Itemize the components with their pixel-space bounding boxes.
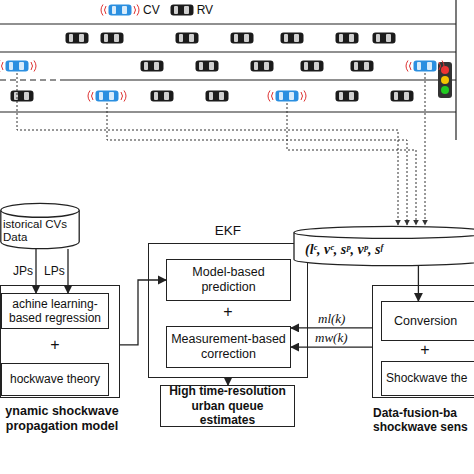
data-upload-lines (17, 73, 425, 225)
vehicles (0, 33, 444, 102)
data-cylinder: istorical CVs Data (0, 203, 80, 249)
legend: CV RV (100, 3, 223, 17)
model-group: ynamic shockwave propagation modelachine… (0, 285, 120, 398)
process-box: achine learning-based regression (1, 293, 109, 329)
process-box: Conversion (381, 301, 474, 341)
data-cylinder: (lᶜ, vᶜ, sᵖ, vᵖ, sᶠ (292, 226, 474, 266)
connector-arrow (291, 346, 372, 347)
legend-text: RV (197, 3, 213, 17)
legend-sample (100, 4, 140, 16)
node-text: (lᶜ, vᶜ, sᵖ, vᵖ, sᶠ (292, 242, 474, 258)
plus-sign: + (40, 336, 70, 354)
edge-label: LPs (44, 264, 65, 278)
node-text: Data-fusion-ba shockwave sens (373, 406, 474, 435)
node-text: ynamic shockwave propagation model (0, 404, 127, 434)
output-box: High time-resolution urban queue estimat… (160, 385, 295, 427)
edge-label: mw(k) (315, 330, 348, 346)
connector-arrow (120, 280, 166, 345)
node-text: Conversion (394, 314, 457, 329)
plus-sign: + (213, 303, 243, 321)
process-box: Shockwave the (381, 361, 474, 396)
node-text: Model-based prediction (171, 265, 286, 295)
process-box: Measurement-based correction (166, 326, 291, 368)
connector-arrow (67, 249, 68, 293)
legend-sample (170, 4, 194, 16)
legend-item: CV (100, 3, 160, 17)
node-text: hockwave theory (10, 372, 100, 386)
process-box: Model-based prediction (166, 259, 291, 301)
connector-arrow (291, 327, 372, 328)
node-text: EKF (149, 223, 307, 238)
plus-sign: + (410, 341, 440, 359)
node-text: achine learning-based regression (6, 297, 104, 326)
edge-label: ml(k) (318, 311, 345, 327)
connector-arrow (227, 378, 228, 385)
road-lines (0, 0, 456, 140)
node-text: High time-resolution urban queue estimat… (165, 384, 290, 427)
node-text: Shockwave the (386, 371, 467, 385)
connector-arrow (35, 249, 36, 293)
node-text: Measurement-based correction (171, 332, 286, 362)
edge-label: JPs (13, 264, 33, 278)
legend-item: RV (170, 3, 213, 17)
connector-arrow (418, 266, 419, 301)
legend-text: CV (143, 3, 160, 17)
process-box: hockwave theory (1, 363, 109, 396)
node-text: istorical CVs Data (0, 218, 80, 244)
